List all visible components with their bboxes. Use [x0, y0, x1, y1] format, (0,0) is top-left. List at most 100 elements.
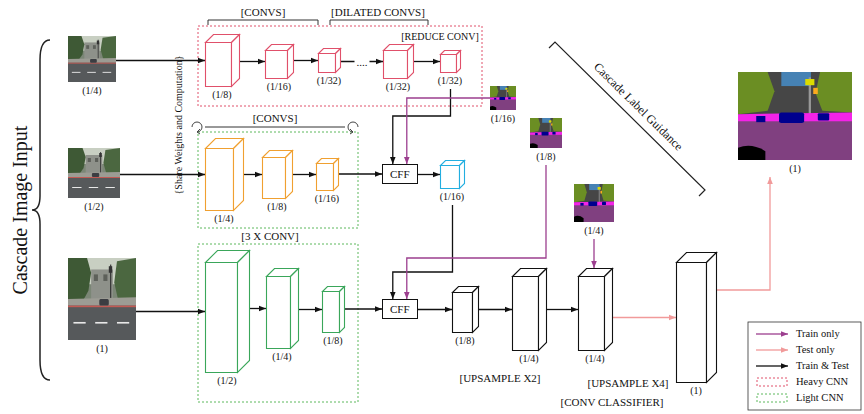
connector-arrow: [120, 174, 205, 175]
cube-face: [238, 251, 250, 373]
heavy-cnn-region: [198, 26, 482, 106]
feature-map-block: (1/2): [205, 250, 250, 389]
legend-box: [748, 322, 861, 410]
cube-face: [267, 277, 291, 349]
feature-map-block: (1/8): [262, 150, 293, 215]
edge-label: ....: [355, 55, 370, 67]
scale-label: (1/4): [82, 85, 101, 97]
cube-shape: [205, 138, 244, 211]
connector-arrow: [418, 309, 452, 310]
scale-label: (1/8): [536, 151, 555, 163]
scale-label: (1/16): [491, 113, 515, 125]
cube-face: [319, 54, 336, 73]
image-frame: [68, 36, 116, 82]
image-frame: [490, 86, 516, 110]
scale-label: (1/32): [438, 75, 462, 87]
cube-face: [291, 269, 299, 349]
cube-face: [206, 43, 232, 87]
cube-face: [441, 55, 457, 73]
cube-shape: [512, 268, 547, 351]
cube-face: [441, 166, 460, 189]
feature-map-block: (1/32): [315, 48, 344, 89]
scale-label: (1/32): [386, 81, 410, 93]
annotation-label: [UPSAMPLE X4]: [588, 377, 669, 389]
scale-label: (1/16): [440, 191, 464, 203]
cube-face: [288, 45, 294, 79]
feature-map-block: (1/4): [266, 268, 299, 365]
scale-label: (1/4): [214, 213, 233, 225]
connector-arrow: [240, 61, 265, 62]
scale-label: (1/4): [584, 225, 603, 237]
legend-sample: [756, 333, 788, 334]
connector-arrow: [293, 174, 316, 175]
cube-face: [232, 35, 240, 87]
cube-shape: [316, 158, 339, 191]
cube-shape: [266, 268, 299, 349]
feature-map-block: (1/8): [452, 286, 479, 349]
scale-label: (1/4): [272, 351, 291, 363]
cube-face: [539, 269, 547, 351]
image-frame: [530, 118, 562, 148]
scale-label: (1): [690, 385, 702, 397]
annotation-label: Cascade Image Input: [9, 126, 31, 295]
cube-face: [336, 49, 341, 73]
cube-face: [206, 263, 238, 373]
feature-map-block: (1/16): [438, 160, 467, 205]
cff-unit: CFF: [382, 299, 418, 319]
connector-arrow: [393, 205, 453, 299]
connector-arrow: [294, 60, 318, 61]
image-frame: [738, 72, 852, 160]
output-map: [738, 72, 852, 160]
cube-face: [266, 51, 288, 79]
input-photo: [68, 258, 136, 340]
cube-face: [234, 139, 244, 211]
image-frame: [68, 148, 120, 198]
label-map: [530, 118, 562, 148]
cube-shape: [578, 268, 613, 351]
annotation-label: [REDUCE CONV]: [401, 31, 479, 42]
connector-arrow: [414, 61, 440, 62]
cube-face: [384, 51, 408, 79]
connector-arrow: [717, 177, 770, 290]
scale-label: (1): [96, 343, 108, 355]
legend-text: Train & Test: [796, 360, 849, 372]
cube-face: [605, 269, 613, 351]
legend-sample: [757, 394, 787, 402]
cube-face: [457, 51, 461, 73]
scale-label: (1): [789, 163, 801, 175]
share-arrow: [197, 129, 200, 134]
connector-arrow: [345, 308, 382, 309]
cube-face: [340, 287, 345, 333]
connector-arrow: [593, 239, 594, 268]
input-image: (1/2): [68, 148, 121, 215]
feature-map-block: (1/4): [578, 268, 613, 367]
module-name: CFF: [390, 168, 410, 180]
cube-face: [317, 164, 334, 191]
scale-label: (1/2): [84, 201, 103, 213]
cube-face: [579, 277, 605, 351]
cube-face: [453, 293, 473, 333]
connector-arrow: [393, 89, 451, 164]
feature-map-block: (1/8): [205, 34, 240, 103]
image-frame: [574, 184, 614, 222]
connector-arrow: [407, 98, 490, 164]
output-map: (1): [738, 72, 853, 177]
cube-face: [473, 287, 479, 333]
scale-label: (1/8): [212, 89, 231, 101]
scale-label: (1/16): [315, 193, 339, 205]
input-image: (1/4): [68, 36, 117, 99]
share-arrow: [350, 129, 353, 134]
connector-arrow: [418, 174, 440, 175]
annotation-label: [CONVS]: [241, 6, 286, 18]
annotation-label: Cascade Label Guidance: [591, 60, 685, 153]
input-brace: [32, 40, 50, 380]
scale-label: (1/16): [267, 81, 291, 93]
connector-arrow: [250, 308, 266, 309]
connector-arrow: [136, 311, 205, 312]
light-cnn-region: [198, 132, 358, 228]
legend-sample: [756, 349, 788, 350]
feature-map-block: (1/16): [313, 158, 342, 207]
annotation-label: [CONVS]: [253, 112, 298, 124]
feature-map-block: (1/32): [436, 50, 465, 89]
legend-text: Train only: [796, 328, 840, 340]
